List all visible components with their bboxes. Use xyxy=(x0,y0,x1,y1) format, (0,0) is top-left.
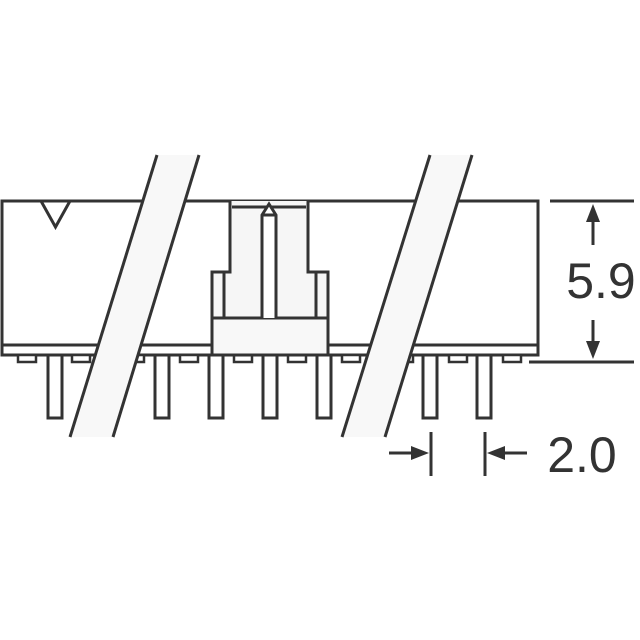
break-band-left xyxy=(68,154,201,438)
pin xyxy=(46,353,64,420)
arrow-down-icon xyxy=(586,341,600,359)
pin xyxy=(207,353,225,420)
height-dimension xyxy=(529,199,634,364)
center-pin xyxy=(260,201,278,318)
pin xyxy=(261,353,279,420)
pitch-dimension-label: 2.0 xyxy=(547,427,617,483)
break-band-right xyxy=(340,154,474,438)
pin xyxy=(153,353,171,420)
pitch-dimension xyxy=(389,432,527,476)
polarity-triangle-icon xyxy=(38,199,73,231)
pins xyxy=(46,353,493,420)
pin xyxy=(315,353,333,420)
arrow-up-icon xyxy=(586,204,600,222)
pin xyxy=(421,353,439,420)
center-key xyxy=(210,201,330,357)
key-base xyxy=(210,316,330,357)
arrow-left-icon xyxy=(487,446,505,460)
pin xyxy=(475,353,493,420)
height-dimension-label: 5.9 xyxy=(566,253,636,309)
arrow-right-icon xyxy=(411,446,429,460)
